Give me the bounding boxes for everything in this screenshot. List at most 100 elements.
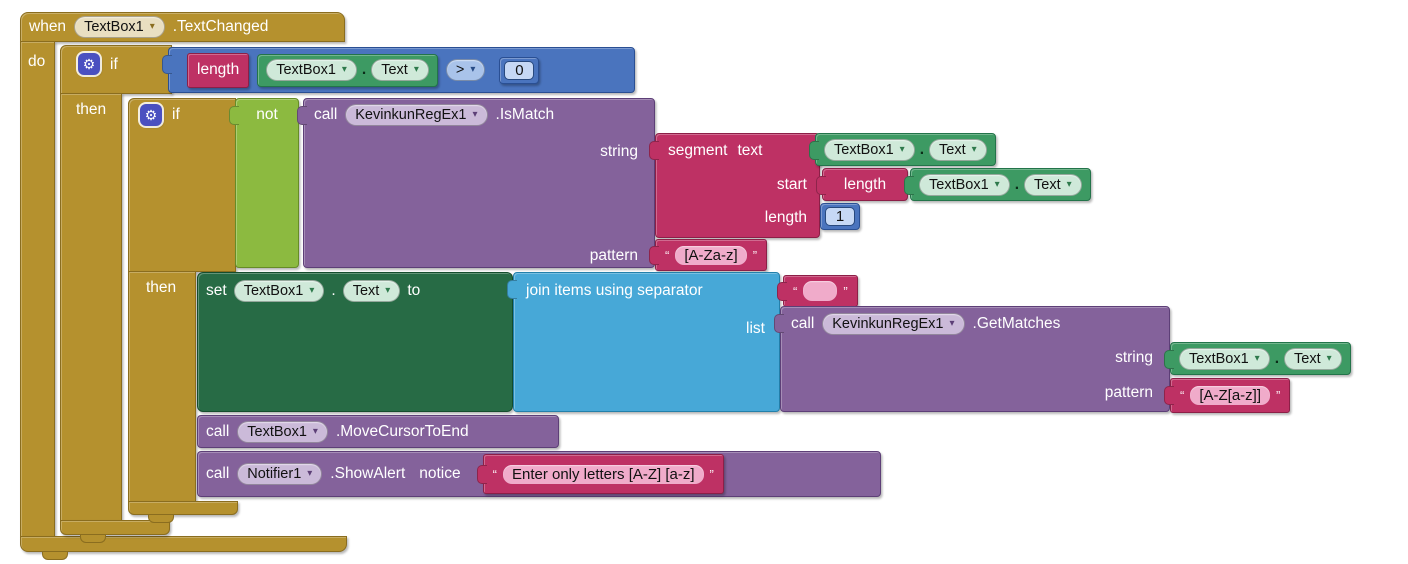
string-param-label: string	[600, 143, 638, 160]
call-getmatches-block[interactable]: call KevinkunRegEx1 ▾ .GetMatches string…	[774, 306, 1170, 412]
start-param-label: start	[776, 176, 807, 193]
getter-textbox-text-2[interactable]: TextBox1 ▾ . Text ▾	[809, 133, 996, 166]
do-label: do	[28, 53, 46, 70]
length-param-label: length	[764, 209, 807, 226]
value-plug	[809, 141, 819, 160]
then-label-2: then	[146, 279, 177, 296]
close-quote: ”	[843, 283, 848, 299]
call-ismatch-block[interactable]: call KevinkunRegEx1 ▾ .IsMatch string pa…	[297, 98, 655, 268]
call-label: call	[314, 106, 338, 123]
dropdown-arrow-icon: ▾	[899, 143, 905, 155]
component-dropdown[interactable]: TextBox1 ▾	[1179, 347, 1270, 370]
regex-component-dropdown[interactable]: KevinkunRegEx1 ▾	[345, 104, 488, 126]
dropdown-arrow-icon: ▾	[472, 109, 478, 120]
operator-dropdown[interactable]: > ▾	[445, 59, 486, 81]
open-quote: “	[492, 466, 497, 482]
value-plug	[1164, 350, 1174, 369]
dropdown-arrow-icon: ▾	[413, 64, 419, 75]
pattern-text-block-2[interactable]: “ [A-Z[a-z]] ”	[1164, 378, 1291, 413]
open-quote: “	[1180, 388, 1185, 403]
mutator-gear-icon[interactable]: ⚙	[78, 53, 100, 75]
call-movecursor-block[interactable]: call TextBox1 ▾ .MoveCursorToEnd	[197, 415, 559, 448]
length-block-1[interactable]: length	[187, 52, 250, 88]
dropdown-arrow-icon: ▾	[307, 468, 313, 479]
not-block[interactable]: not	[229, 98, 299, 268]
property-dropdown[interactable]: Text ▾	[371, 59, 429, 81]
property-dropdown[interactable]: Text ▾	[929, 138, 987, 161]
call-showalert-block[interactable]: call Notifier1 ▾ .ShowAlert notice “ Ent…	[197, 451, 881, 497]
text-field[interactable]: [A-Z[a-z]]	[1190, 386, 1271, 405]
text-field[interactable]: [A-Za-z]	[675, 245, 747, 265]
getter-textbox-text-3[interactable]: TextBox1 ▾ . Text ▾	[904, 168, 1091, 201]
component-dropdown[interactable]: TextBox1 ▾	[919, 173, 1010, 196]
number-block-one[interactable]: 1	[820, 203, 860, 230]
length-block-2[interactable]: length	[816, 168, 908, 201]
dropdown-arrow-icon: ▾	[309, 285, 315, 296]
dropdown-arrow-icon: ▾	[470, 64, 476, 75]
getter-textbox-text-1[interactable]: TextBox1 ▾ . Text ▾	[257, 53, 438, 87]
number-block-zero[interactable]: 0	[499, 56, 540, 84]
value-plug	[774, 314, 784, 333]
when-label: when	[29, 18, 67, 35]
component-dropdown[interactable]: TextBox1 ▾	[233, 280, 325, 302]
value-plug	[229, 106, 239, 125]
dropdown-arrow-icon: ▾	[1066, 178, 1072, 190]
if-label-1: if	[110, 56, 118, 73]
number-field[interactable]: 0	[504, 60, 535, 80]
if-block-1-left-wall	[60, 93, 122, 522]
value-plug	[507, 280, 517, 299]
close-quote: ”	[752, 247, 758, 263]
value-plug	[777, 282, 787, 301]
dropdown-arrow-icon: ▾	[149, 21, 155, 32]
pattern-text-block-1[interactable]: “ [A-Za-z] ”	[649, 239, 768, 271]
when-block-bottom-bar	[20, 536, 347, 552]
event-name-label: .TextChanged	[172, 18, 269, 35]
value-plug	[297, 106, 307, 125]
event-component-dropdown[interactable]: TextBox1 ▾	[74, 16, 165, 38]
dropdown-arrow-icon: ▾	[994, 178, 1000, 190]
separator-text-block[interactable]: “ ”	[777, 275, 858, 307]
notifier-component-dropdown[interactable]: Notifier1 ▾	[237, 463, 323, 485]
value-plug	[816, 176, 826, 195]
pattern-param-label: pattern	[1104, 384, 1153, 401]
textbox-component-dropdown[interactable]: TextBox1 ▾	[237, 420, 328, 443]
dropdown-arrow-icon: ▾	[1254, 352, 1260, 364]
text-field[interactable]	[803, 281, 838, 301]
value-plug	[904, 176, 914, 195]
segment-block[interactable]: segment text start length	[649, 133, 820, 238]
if-block-1-bottom-bar	[60, 520, 170, 535]
method-name-label: .IsMatch	[495, 106, 555, 123]
close-quote: ”	[1276, 388, 1281, 403]
notice-param-label: notice	[419, 465, 461, 482]
text-field[interactable]: Enter only letters [A-Z] [a-z]	[502, 464, 704, 484]
regex-component-dropdown[interactable]: KevinkunRegEx1 ▾	[822, 313, 965, 335]
when-event-block[interactable]: when TextBox1 ▾ .TextChanged	[20, 12, 345, 42]
next-connector-tab	[80, 535, 106, 543]
if-block-2-left-wall	[128, 271, 196, 503]
if-block-2-bottom-bar	[128, 501, 238, 515]
getter-textbox-text-4[interactable]: TextBox1 ▾ . Text ▾	[1164, 342, 1351, 375]
list-param-label: list	[746, 320, 765, 337]
dropdown-arrow-icon: ▾	[949, 318, 955, 329]
property-dropdown[interactable]: Text ▾	[1284, 347, 1342, 370]
property-dropdown[interactable]: Text ▾	[342, 280, 401, 302]
close-quote: ”	[709, 466, 714, 482]
number-field[interactable]: 1	[825, 207, 855, 226]
component-dropdown[interactable]: TextBox1 ▾	[266, 59, 357, 81]
next-connector-tab	[148, 515, 174, 523]
set-textbox-text-block[interactable]: set TextBox1 ▾ . Text ▾ to	[197, 272, 513, 412]
then-label-1: then	[76, 101, 107, 118]
value-plug	[1164, 386, 1174, 405]
compare-block[interactable]: length TextBox1 ▾ . Text ▾ > ▾ 0	[162, 47, 635, 93]
string-param-label: string	[1115, 349, 1153, 366]
component-dropdown[interactable]: TextBox1 ▾	[824, 138, 915, 161]
mutator-gear-icon[interactable]: ⚙	[140, 104, 162, 126]
join-items-block[interactable]: join items using separator list	[507, 272, 780, 412]
text-param-label: text	[737, 142, 763, 159]
property-dropdown[interactable]: Text ▾	[1024, 173, 1082, 196]
value-plug	[162, 55, 172, 74]
open-quote: “	[665, 247, 670, 263]
alert-text-block[interactable]: “ Enter only letters [A-Z] [a-z] ”	[476, 454, 724, 494]
next-connector-tab	[42, 552, 68, 560]
value-plug	[476, 465, 487, 484]
